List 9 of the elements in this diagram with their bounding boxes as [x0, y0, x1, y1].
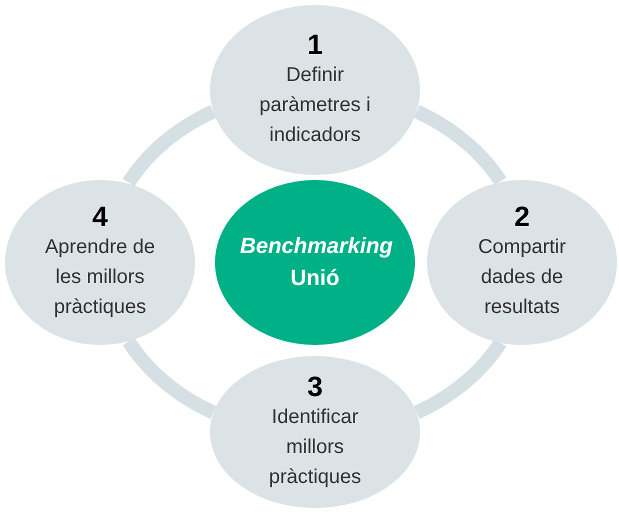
step-text: Aprendre de les millors pràctiques — [44, 235, 156, 320]
step-number: 3 — [307, 372, 323, 402]
step-text: Definir paràmetres i indicadors — [259, 63, 371, 148]
step-number: 1 — [307, 30, 323, 60]
step-number: 2 — [514, 202, 530, 232]
center-title: Benchmarking Unió — [240, 232, 390, 292]
step-number: 4 — [92, 202, 108, 232]
step-text: Compartir dades de resultats — [477, 235, 567, 320]
step-text: Identificar millors pràctiques — [268, 405, 362, 490]
